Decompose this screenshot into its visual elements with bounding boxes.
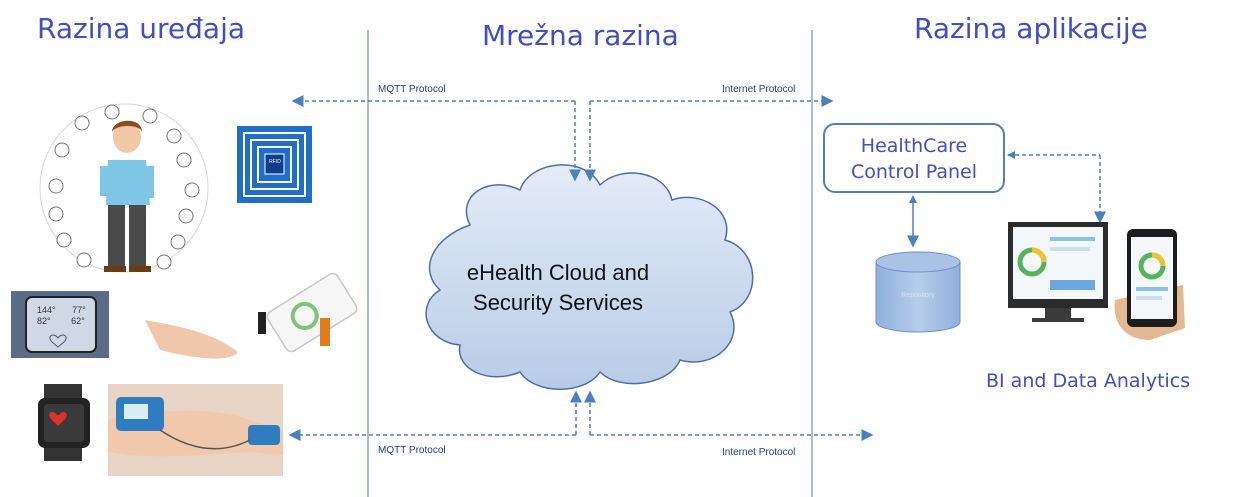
rfid-tag-image [237,126,312,203]
repository-label: Repository [901,292,935,299]
phone-readings: 144° 77° 82° 62° [37,305,86,327]
application-layer-heading: Razina aplikacije [914,12,1148,45]
healthcare-control-panel: HealthCare Control Panel [823,123,1005,193]
phone-reading-4: 62° [71,316,85,326]
phone-reading-3: 82° [37,316,51,326]
network-layer-heading: Mrežna razina [482,19,679,52]
internet-protocol-label-top: Internet Protocol [722,84,796,95]
wrist-oximeter-image [108,384,283,476]
phone-reading-1: 144° [37,305,56,315]
oximeter-phone-image [145,272,358,359]
wearables-person-illustration [39,103,209,273]
cloud-label-line1: eHealth Cloud and [466,260,650,285]
control-panel-line1: HealthCare [860,135,968,157]
mqtt-protocol-label-top: MQTT Protocol [378,84,446,95]
mqtt-protocol-label-bottom: MQTT Protocol [378,445,446,456]
smartwatch-image [38,384,90,461]
cloud-label-line2: Security Services [473,290,643,315]
panel-repo-arrowhead-up [909,195,917,203]
bi-analytics-label: BI and Data Analytics [986,370,1191,392]
internet-protocol-label-bottom: Internet Protocol [722,447,796,458]
rfid-chip-label: RFID [269,159,281,165]
repository-cylinder [875,251,961,333]
phone-reading-2: 77° [72,305,86,315]
panel-arrowhead [1007,151,1015,159]
health-phone-image [11,291,109,358]
control-panel-line2: Control Panel [851,161,977,183]
cloud-label: eHealth Cloud and Security Services [438,258,678,318]
device-layer-heading: Razina uređaja [37,12,246,45]
analytics-dashboard-devices [1008,222,1185,340]
